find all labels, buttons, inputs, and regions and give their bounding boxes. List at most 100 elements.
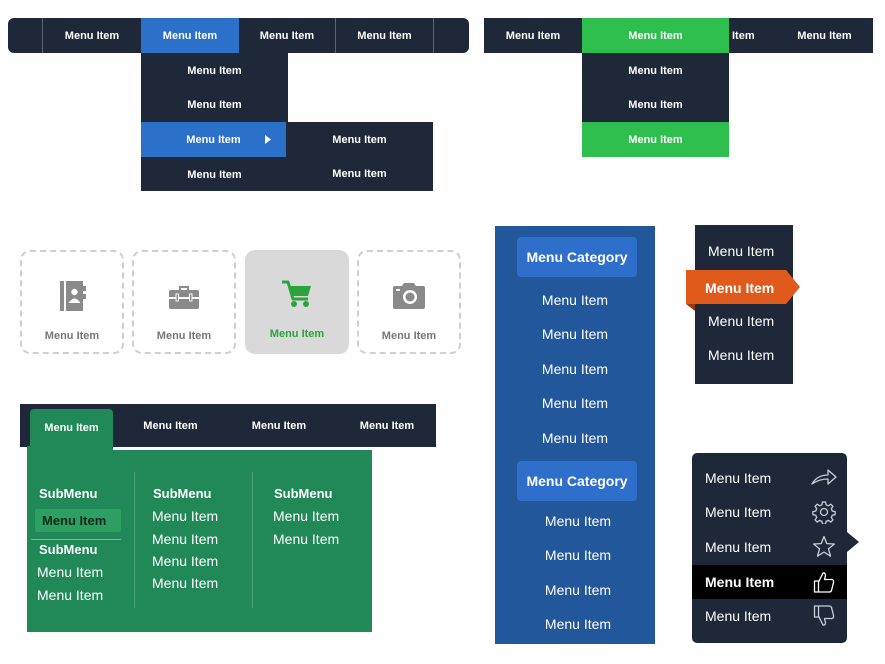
nav-a-submenu: Menu Item Menu Item (286, 122, 433, 191)
active-tab-connector (27, 446, 113, 452)
nav-a-item-2-active[interactable]: Menu Item (141, 18, 239, 53)
ribbon-menu: Menu Item Menu Item Menu Item (695, 225, 793, 384)
camera-icon (391, 278, 427, 314)
nav-divider (335, 18, 336, 53)
sidebar-item[interactable]: Menu Item (544, 582, 612, 598)
submenu-item[interactable]: Menu Item (37, 564, 104, 580)
icon-list-item[interactable]: Menu Item (692, 530, 847, 564)
dropdown-item-active[interactable]: Menu Item (582, 122, 729, 157)
icon-tile-contacts[interactable]: Menu Item (20, 250, 124, 354)
nav-b-item-2-active[interactable]: Menu Item (582, 18, 729, 53)
icon-tile-camera[interactable]: Menu Item (357, 250, 461, 354)
star-icon (811, 534, 837, 560)
nav-a-item-1[interactable]: Menu Item (43, 18, 141, 53)
dropdown-item-label: Menu Item (187, 168, 242, 181)
nav-d-item-4[interactable]: Menu Item (338, 404, 436, 447)
dropdown-item-label: Menu Item (186, 133, 241, 146)
nav-d-item-label: Menu Item (359, 419, 415, 432)
nav-a-item-4[interactable]: Menu Item (336, 18, 433, 53)
sidebar-item[interactable]: Menu Item (541, 395, 609, 411)
icon-list-item-label: Menu Item (705, 504, 772, 520)
panel-pointer-arrow (847, 532, 859, 552)
menu-category-2[interactable]: Menu Category (517, 461, 637, 501)
dropdown-item[interactable]: Menu Item (141, 87, 288, 122)
nav-d-item-2[interactable]: Menu Item (123, 404, 218, 447)
ribbon-menu-item[interactable]: Menu Item (708, 243, 775, 259)
icon-list-item[interactable]: Menu Item (692, 461, 847, 495)
menu-category-label: Menu Category (526, 473, 628, 489)
icon-tile-label: Menu Item (44, 330, 100, 342)
dropdown-item[interactable]: Menu Item (582, 53, 729, 88)
sidebar-item[interactable]: Menu Item (541, 361, 609, 377)
nav-a-dropdown: Menu Item Menu Item Menu Item Menu Item (141, 53, 288, 191)
submenu-item[interactable]: Menu Item (152, 531, 219, 547)
submenu-item[interactable]: Menu Item (152, 575, 219, 591)
submenu-item[interactable]: Menu Item (37, 587, 104, 603)
icon-tile-briefcase[interactable]: Menu Item (132, 250, 236, 354)
nav-d-item-label: Menu Item (44, 422, 99, 434)
sidebar-item[interactable]: Menu Item (544, 513, 612, 529)
caret-right-icon (265, 135, 271, 144)
dropdown-item-label: Menu Item (628, 133, 683, 146)
icon-list-item-label: Menu Item (705, 470, 772, 486)
icon-tile-label: Menu Item (381, 330, 437, 342)
submenu-divider (31, 539, 121, 540)
dropdown-item-label: Menu Item (628, 64, 683, 77)
icon-list-item[interactable]: Menu Item (692, 495, 847, 529)
top-nav-b: Menu Item Menu Item Item Menu Item (484, 18, 873, 53)
sidebar-item[interactable]: Menu Item (544, 547, 612, 563)
dropdown-item[interactable]: Menu Item (141, 157, 288, 192)
submenu-item[interactable]: Menu Item (273, 531, 340, 547)
submenu-item[interactable]: Menu Item (286, 122, 433, 157)
contacts-book-icon (54, 278, 90, 314)
icon-list-item-active[interactable]: Menu Item (692, 565, 847, 599)
icon-list-menu: Menu Item Menu Item Menu Item Menu Item … (692, 453, 847, 643)
nav-b-item-label: Menu Item (797, 29, 852, 42)
nav-b-item-1[interactable]: Menu Item (484, 18, 582, 53)
nav-d-item-1-active[interactable]: Menu Item (30, 409, 113, 447)
ribbon-menu-item[interactable]: Menu Item (708, 313, 775, 329)
submenu-item-label: Menu Item (332, 133, 387, 146)
submenu-heading: SubMenu (274, 486, 333, 501)
nav-d-item-label: Menu Item (143, 419, 198, 432)
icon-list-item-label: Menu Item (705, 574, 775, 590)
icon-tile-label: Menu Item (156, 330, 212, 342)
submenu-item[interactable]: Menu Item (152, 553, 219, 569)
sidebar-item[interactable]: Menu Item (541, 430, 609, 446)
nav-d-item-label: Menu Item (251, 419, 307, 432)
nav-b-item-3[interactable]: Item (732, 18, 782, 53)
icon-list-item[interactable]: Menu Item (692, 599, 847, 633)
sidebar-item[interactable]: Menu Item (541, 326, 609, 342)
briefcase-icon (166, 278, 202, 314)
nav-b-item-label: Menu Item (505, 29, 561, 42)
sidebar-item[interactable]: Menu Item (541, 292, 609, 308)
sidebar-item[interactable]: Menu Item (544, 616, 612, 632)
ribbon-menu-item-active[interactable]: Menu Item (705, 280, 775, 296)
submenu-item-label: Menu Item (332, 167, 387, 180)
thumbs-up-icon (811, 569, 837, 595)
dropdown-item-label: Menu Item (628, 98, 683, 111)
nav-b-item-4[interactable]: Menu Item (776, 18, 873, 53)
icon-list-item-label: Menu Item (705, 539, 772, 555)
dropdown-item[interactable]: Menu Item (141, 53, 288, 88)
nav-a-item-3[interactable]: Menu Item (239, 18, 335, 53)
nav-d-item-3[interactable]: Menu Item (230, 404, 328, 447)
nav-b-item-label: Menu Item (628, 29, 683, 42)
ribbon-menu-item[interactable]: Menu Item (708, 347, 775, 363)
icon-tile-cart-active[interactable]: Menu Item (245, 250, 349, 354)
submenu-heading: SubMenu (39, 486, 98, 501)
nav-divider (42, 18, 43, 53)
submenu-heading: SubMenu (153, 486, 212, 501)
dropdown-item[interactable]: Menu Item (582, 87, 729, 122)
icon-list-item-label: Menu Item (705, 608, 772, 624)
submenu-item[interactable]: Menu Item (273, 508, 340, 524)
menu-category-label: Menu Category (526, 249, 628, 265)
submenu-item[interactable]: Menu Item (152, 508, 219, 524)
nav-a-item-label: Menu Item (357, 29, 412, 42)
submenu-heading: SubMenu (39, 542, 98, 557)
thumbs-down-icon (811, 603, 837, 629)
dropdown-item-active[interactable]: Menu Item (141, 122, 286, 157)
submenu-item[interactable]: Menu Item (286, 156, 433, 191)
submenu-item-active[interactable]: Menu Item (35, 509, 121, 532)
menu-category-1[interactable]: Menu Category (517, 237, 637, 277)
